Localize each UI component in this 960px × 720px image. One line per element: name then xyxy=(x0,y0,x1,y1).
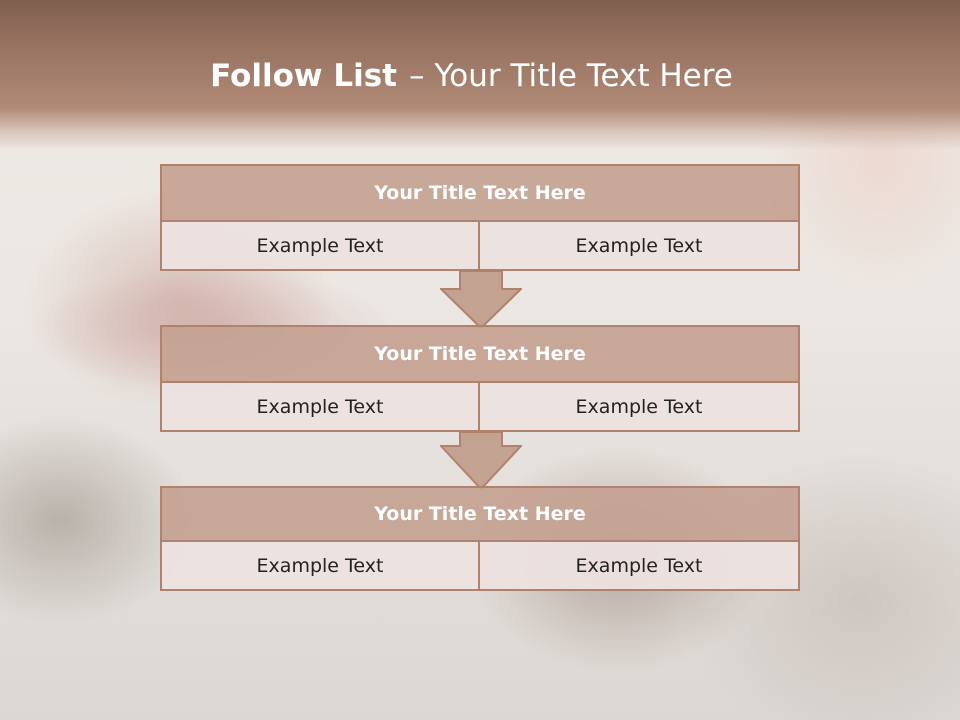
step-title-3: Your Title Text Here xyxy=(160,486,800,542)
step-title-1: Your Title Text Here xyxy=(160,164,800,222)
step-1-left-cell: Example Text xyxy=(160,222,480,271)
slide-title: Follow List–Your Title Text Here xyxy=(0,52,943,100)
header-band xyxy=(0,0,960,150)
step-2-left-cell: Example Text xyxy=(160,383,480,432)
down-arrow-icon-2 xyxy=(440,432,522,490)
slide-title-rest: Your Title Text Here xyxy=(434,58,733,94)
step-row-2: Example Text Example Text xyxy=(160,383,800,432)
step-box-1: Your Title Text Here Example Text Exampl… xyxy=(160,164,800,271)
step-3-left-cell: Example Text xyxy=(160,542,480,591)
step-2-right-cell: Example Text xyxy=(480,383,800,432)
slide-title-separator: – xyxy=(408,58,425,94)
step-box-3: Your Title Text Here Example Text Exampl… xyxy=(160,486,800,591)
step-box-2: Your Title Text Here Example Text Exampl… xyxy=(160,325,800,432)
step-row-1: Example Text Example Text xyxy=(160,222,800,271)
step-1-right-cell: Example Text xyxy=(480,222,800,271)
slide-title-strong: Follow List xyxy=(210,58,397,94)
step-row-3: Example Text Example Text xyxy=(160,542,800,591)
step-3-right-cell: Example Text xyxy=(480,542,800,591)
down-arrow-icon-1 xyxy=(440,271,522,329)
step-title-2: Your Title Text Here xyxy=(160,325,800,383)
